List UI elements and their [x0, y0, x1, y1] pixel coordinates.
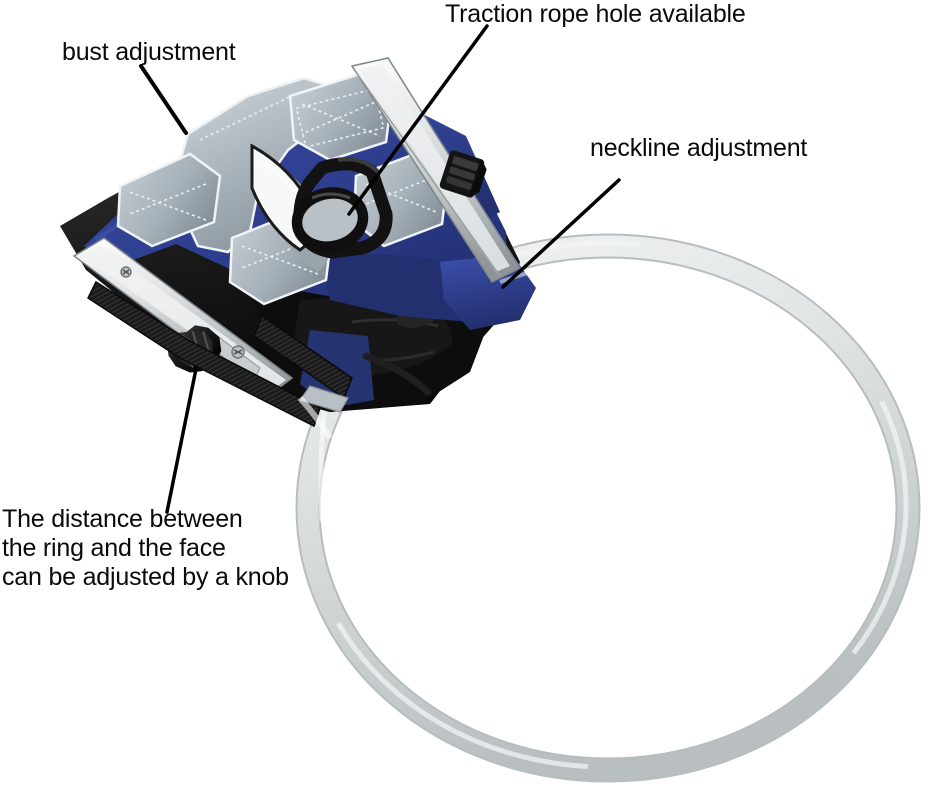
strap-pad-left	[116, 152, 222, 248]
label-knob-distance-line-3: can be adjusted by a knob	[2, 563, 289, 591]
rail-screw-icon-2	[231, 345, 245, 359]
rail-screw-icon	[120, 266, 132, 278]
label-bust-adjustment: bust adjustment	[62, 38, 236, 66]
label-knob-distance-line-2: the ring and the face	[2, 534, 226, 562]
neck-brace-assembly	[60, 57, 573, 440]
label-neckline-adjustment: neckline adjustment	[590, 134, 808, 162]
label-traction-rope-hole: Traction rope hole available	[445, 0, 746, 28]
lower-straps	[87, 280, 432, 428]
label-knob-distance: The distance between the ring and the fa…	[2, 505, 302, 592]
label-knob-distance-line-1: The distance between	[2, 505, 243, 533]
silver-rail-lower	[72, 237, 294, 399]
